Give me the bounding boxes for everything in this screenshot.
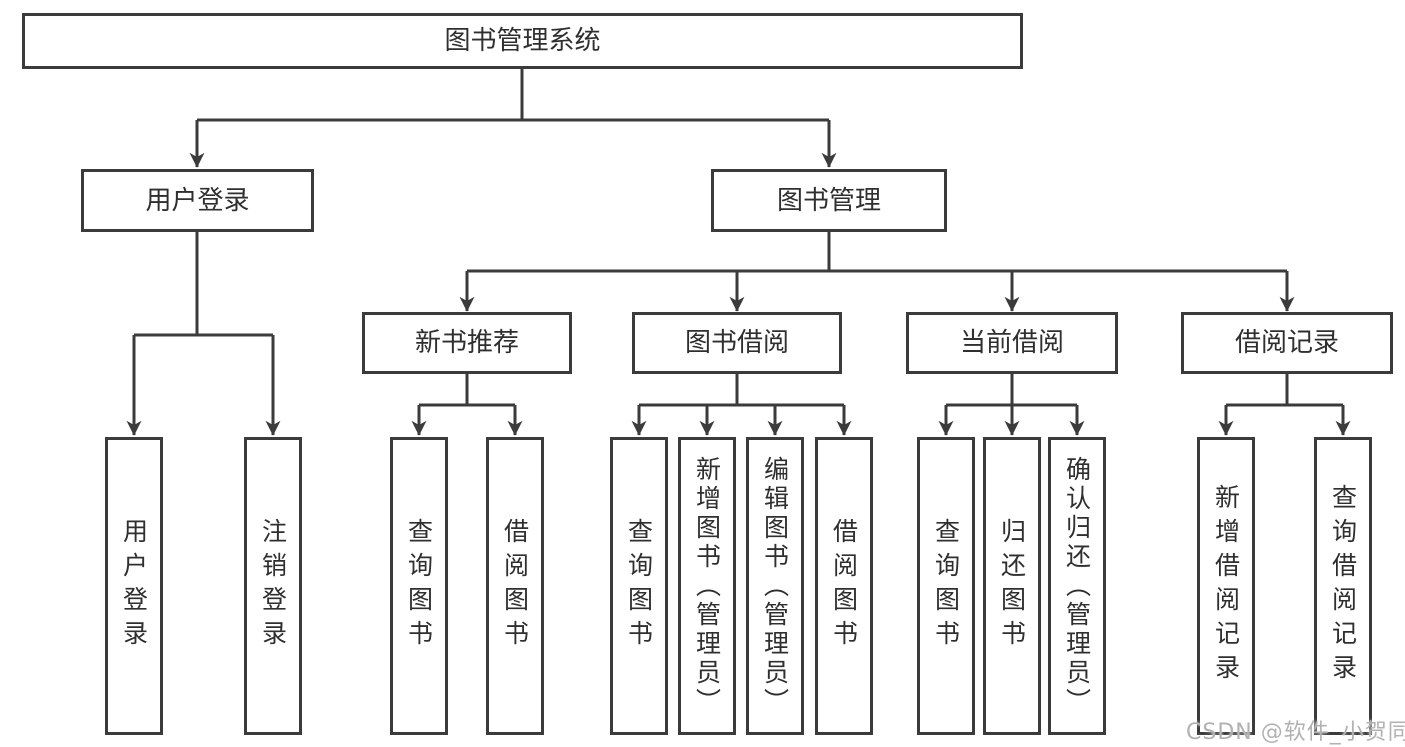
connector-user-login-trunk: [134, 232, 273, 337]
leaf-cb-return-books: 归还图书: [983, 437, 1041, 735]
leaf-nb-query-books: 查询图书: [390, 437, 448, 735]
node-new-book-recommend-label: 新书推荐: [414, 328, 519, 358]
leaf-bb-borrow-books: 借阅图书: [815, 437, 873, 735]
node-book-borrow-label: 图书借阅: [684, 328, 789, 358]
node-current-borrow: 当前借阅: [906, 312, 1118, 374]
node-root-label: 图书管理系统: [444, 26, 601, 56]
leaf-cb-confirm-return-admin-label: 确认归还（管理员）: [1062, 455, 1092, 717]
node-borrow-records-label: 借阅记录: [1234, 328, 1339, 358]
connector-borrow-records-trunk: [1226, 374, 1343, 407]
connector-current-borrow-trunk: [946, 374, 1077, 407]
leaf-cb-query-books-label: 查询图书: [931, 518, 961, 654]
leaf-bb-add-books-admin-label: 新增图书（管理员）: [692, 455, 722, 717]
leaf-user-login: 用户登录: [105, 437, 163, 735]
node-new-book-recommend: 新书推荐: [362, 312, 572, 374]
leaf-bb-edit-books-admin-label: 编辑图书（管理员）: [760, 455, 790, 717]
node-root: 图书管理系统: [22, 13, 1023, 69]
leaf-br-query-record-label: 查询借阅记录: [1328, 484, 1358, 688]
csdn-watermark: CSDN @软件_小贺同学: [1186, 720, 1405, 745]
leaf-bb-edit-books-admin: 编辑图书（管理员）: [746, 437, 804, 735]
leaf-nb-borrow-books-label: 借阅图书: [500, 518, 530, 654]
node-borrow-records: 借阅记录: [1181, 312, 1393, 374]
node-user-login-label: 用户登录: [145, 185, 250, 216]
leaf-logout-label: 注销登录: [258, 518, 288, 654]
leaf-cb-return-books-label: 归还图书: [997, 518, 1027, 654]
connector-book-borrow-trunk: [639, 374, 844, 407]
leaf-bb-query-books-label: 查询图书: [624, 518, 654, 654]
leaf-br-query-record: 查询借阅记录: [1314, 437, 1372, 735]
node-book-management: 图书管理: [711, 169, 947, 232]
node-user-login: 用户登录: [81, 169, 314, 232]
connector-new-book-trunk: [419, 374, 515, 407]
leaf-bb-borrow-books-label: 借阅图书: [829, 518, 859, 654]
node-book-management-label: 图书管理: [776, 185, 881, 216]
leaf-cb-confirm-return-admin: 确认归还（管理员）: [1048, 437, 1106, 735]
leaf-bb-query-books: 查询图书: [610, 437, 668, 735]
node-current-borrow-label: 当前借阅: [959, 328, 1064, 358]
leaf-logout: 注销登录: [244, 437, 302, 735]
connector-root-trunk: [197, 69, 829, 122]
node-book-borrow: 图书借阅: [632, 312, 842, 374]
leaf-cb-query-books: 查询图书: [917, 437, 975, 735]
leaf-br-add-record-label: 新增借阅记录: [1211, 484, 1241, 688]
leaf-br-add-record: 新增借阅记录: [1197, 437, 1255, 735]
leaf-bb-add-books-admin: 新增图书（管理员）: [678, 437, 736, 735]
connector-book-management-trunk: [467, 232, 1287, 273]
leaf-nb-query-books-label: 查询图书: [404, 518, 434, 654]
leaf-nb-borrow-books: 借阅图书: [486, 437, 544, 735]
leaf-user-login-label: 用户登录: [119, 518, 149, 654]
